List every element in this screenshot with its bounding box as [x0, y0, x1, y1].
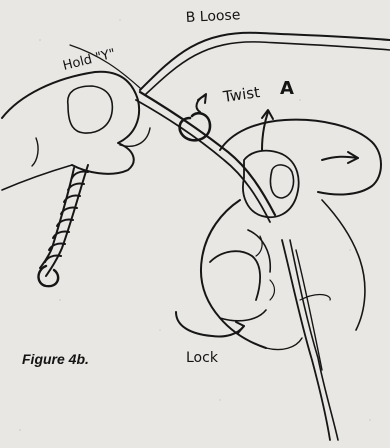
figure-caption: Figure 4b. [22, 351, 89, 367]
label-lock: Lock [186, 350, 219, 366]
label-a: A [280, 78, 294, 99]
label-b-loose: B Loose [185, 7, 240, 26]
